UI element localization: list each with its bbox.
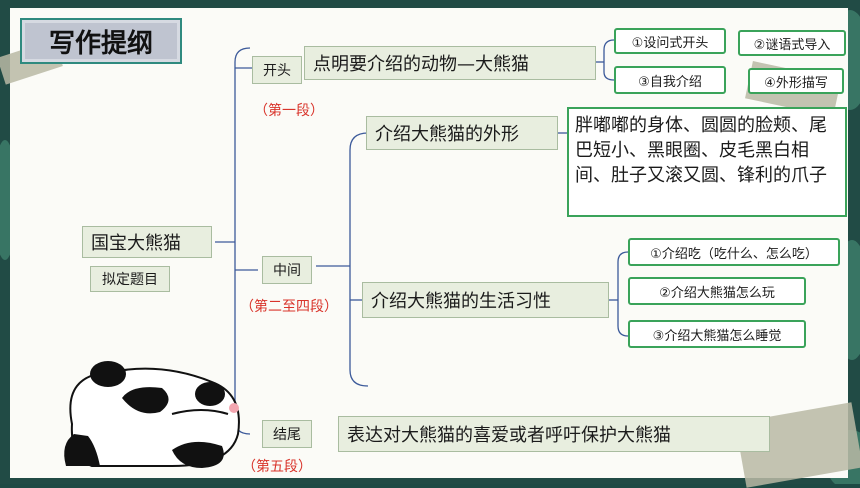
middle-label-text: 中间 (273, 263, 301, 279)
opening-paragraph: （第一段） (254, 103, 324, 119)
opening-label: 开头 (252, 56, 302, 84)
habit-item-1: ①介绍吃（吃什么、怎么吃） (628, 238, 840, 266)
ending-content-text: 表达对大熊猫的喜爱或者呼吁保护大熊猫 (347, 425, 671, 446)
habits-box: 介绍大熊猫的生活习性 (362, 282, 609, 318)
ending-label: 结尾 (262, 420, 312, 448)
opening-content-text: 点明要介绍的动物—大熊猫 (313, 54, 529, 75)
panda-illustration (64, 361, 240, 468)
appearance-detail: 胖嘟嘟的身体、圆圆的脸颊、尾巴短小、黑眼圈、皮毛黑白相间、肚子又滚又圆、锋利的爪… (567, 107, 847, 217)
topic-note-text: 拟定题目 (102, 272, 158, 288)
method-3: ③自我介绍 (614, 66, 726, 94)
habit-item-2: ②介绍大熊猫怎么玩 (628, 277, 806, 305)
appearance-box: 介绍大熊猫的外形 (366, 116, 558, 150)
ending-content: 表达对大熊猫的喜爱或者呼吁保护大熊猫 (338, 416, 770, 452)
middle-label: 中间 (262, 256, 312, 284)
topic-note: 拟定题目 (90, 266, 170, 292)
ending-label-text: 结尾 (273, 427, 301, 443)
method-4: ④外形描写 (748, 68, 844, 94)
opening-content: 点明要介绍的动物—大熊猫 (304, 46, 596, 80)
ending-paragraph: （第五段） (242, 459, 312, 475)
method-1: ①设问式开头 (614, 28, 726, 54)
opening-label-text: 开头 (263, 63, 291, 79)
page-title: 写作提纲 (20, 18, 182, 64)
habit-item-3: ③介绍大熊猫怎么睡觉 (628, 320, 806, 348)
method-2: ②谜语式导入 (738, 30, 846, 56)
habits-text: 介绍大熊猫的生活习性 (371, 291, 551, 312)
appearance-text: 介绍大熊猫的外形 (375, 124, 519, 145)
middle-paragraph: （第二至四段） (240, 299, 338, 315)
topic-box: 国宝大熊猫 (82, 226, 212, 258)
topic-text: 国宝大熊猫 (91, 233, 181, 254)
